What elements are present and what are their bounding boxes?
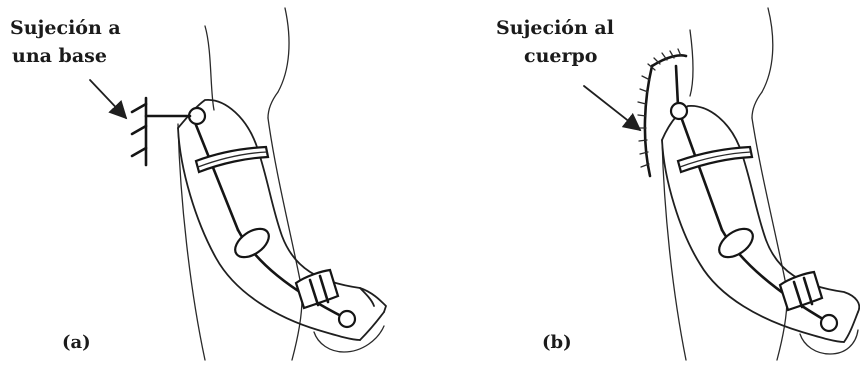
label-a-line1: Sujeción a xyxy=(10,17,121,39)
wrist-pivot-a xyxy=(339,311,355,327)
strap-lower-a xyxy=(296,270,338,308)
caption-a: (a) xyxy=(62,332,91,353)
label-a-line2: una base xyxy=(12,45,107,67)
shoulder-pivot-a xyxy=(189,108,205,124)
body-outline-a xyxy=(178,8,302,360)
arrow-a xyxy=(90,80,126,118)
strap-upper-b xyxy=(678,147,752,172)
strap-lower-b xyxy=(780,272,822,310)
figure-a: Sujeción a una base (a) xyxy=(10,8,386,360)
wrist-pivot-b xyxy=(821,315,837,331)
shoulder-pivot-b xyxy=(671,103,687,119)
caption-b: (b) xyxy=(542,332,572,353)
label-b-line1: Sujeción al xyxy=(496,17,614,39)
arm-outline-a xyxy=(178,100,386,352)
body-outline-b xyxy=(662,8,787,360)
label-b-line2: cuerpo xyxy=(524,45,597,67)
arrow-b xyxy=(584,86,640,130)
figure-b: Sujeción al cuerpo (b) xyxy=(496,8,859,360)
